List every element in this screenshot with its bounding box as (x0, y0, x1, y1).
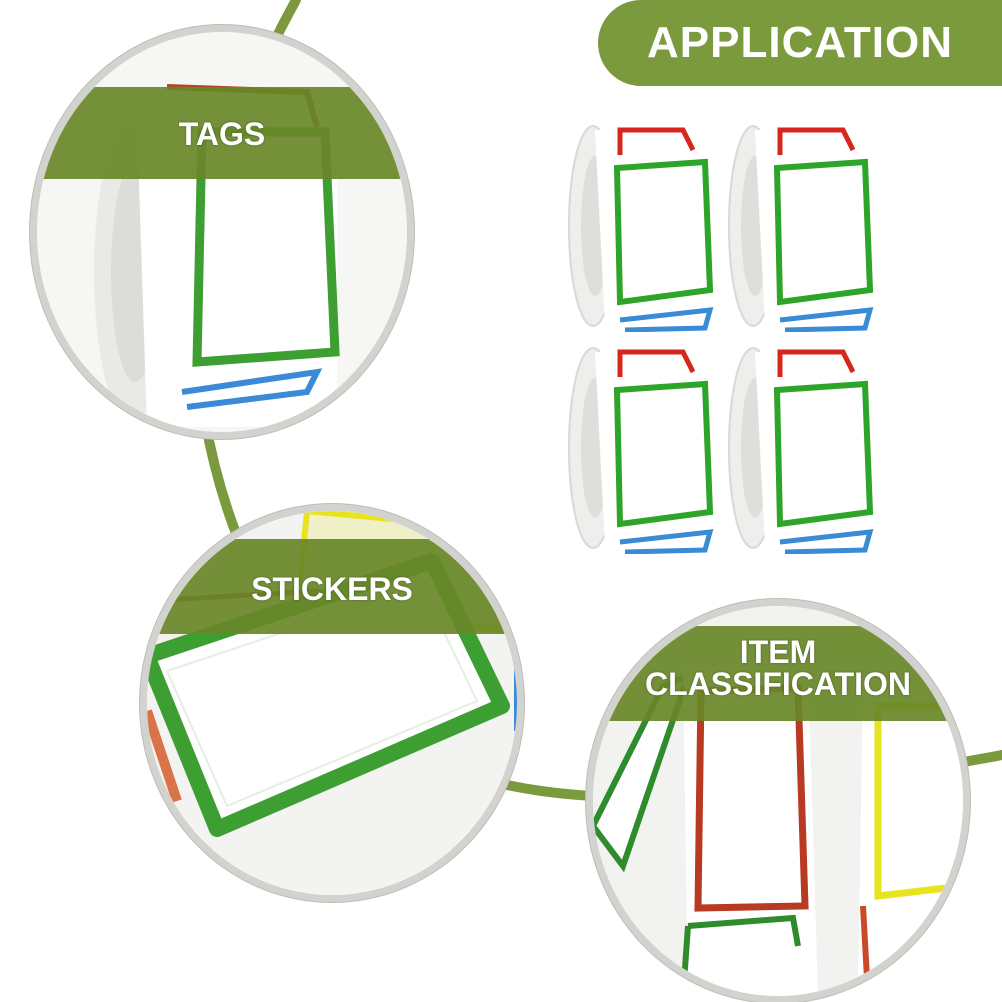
item-label-line1: ITEM (739, 634, 817, 670)
tags-circle: TAGS (37, 32, 407, 432)
item-classification-band (593, 626, 963, 721)
label-roll-4 (728, 347, 874, 554)
label-rolls-group (565, 120, 874, 560)
item-classification-circle: ITEM CLASSIFICATION (593, 606, 963, 996)
stickers-circle: STICKERS (147, 511, 517, 895)
label-roll-3 (568, 347, 714, 554)
item-label-line2: CLASSIFICATION (644, 666, 912, 702)
tags-label: TAGS (178, 116, 266, 152)
tags-band (37, 87, 407, 179)
label-roll-2 (728, 125, 874, 332)
stickers-label: STICKERS (251, 571, 413, 607)
stickers-band (147, 539, 517, 634)
label-roll-1 (568, 125, 714, 332)
header-title: APPLICATION (647, 18, 953, 67)
application-header: APPLICATION (598, 0, 1002, 86)
